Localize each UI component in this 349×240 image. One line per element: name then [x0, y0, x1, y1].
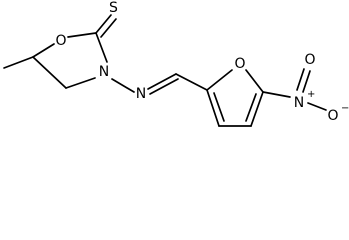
charge-nitro-o: − [341, 103, 349, 114]
bond-o1-c2 [67, 32, 97, 38]
bond-furan-c2-o [206, 69, 233, 91]
bond-n3-c4 [65, 77, 96, 89]
bond-imine-a [147, 73, 177, 90]
bond-ch-furan [175, 73, 208, 91]
bond-nitro-o-top-a [296, 68, 305, 91]
bond-furan-c3-c2-a [206, 89, 220, 127]
atom-nitro-o-top: O [304, 52, 315, 68]
bond-nitro-o-top-b [302, 70, 311, 93]
atom-nitro-o-minus: O [327, 108, 338, 124]
bond-c5-o1 [32, 43, 55, 58]
bond-c2-n3 [95, 32, 108, 63]
charge-nitro-n: + [307, 89, 315, 100]
bond-c2-s-b [100, 18, 117, 38]
molecule-structure: S O N N O N + O O − [3, 0, 349, 127]
bond-furan-c5-c4-b [245, 93, 257, 122]
bond-n3-nimine [111, 78, 135, 93]
bond-c5-nitro [262, 91, 291, 98]
bond-imine-b [149, 78, 179, 95]
bond-methyl [3, 56, 34, 69]
atom-ring-o: O [55, 33, 66, 49]
bond-furan-o-c5 [245, 69, 264, 93]
atom-imine-n: N [136, 86, 146, 102]
bond-furan-c5-c4-a [250, 91, 264, 127]
atom-ring-n: N [99, 64, 109, 80]
atom-nitro-n: N [294, 95, 304, 111]
bond-nitro-o-right [307, 102, 327, 111]
atom-s: S [109, 0, 118, 16]
bond-c2-s-a [95, 14, 112, 34]
bond-furan-c3-c2-b [213, 92, 225, 122]
atom-furan-o: O [234, 56, 245, 72]
bond-c4-c5 [32, 56, 67, 89]
